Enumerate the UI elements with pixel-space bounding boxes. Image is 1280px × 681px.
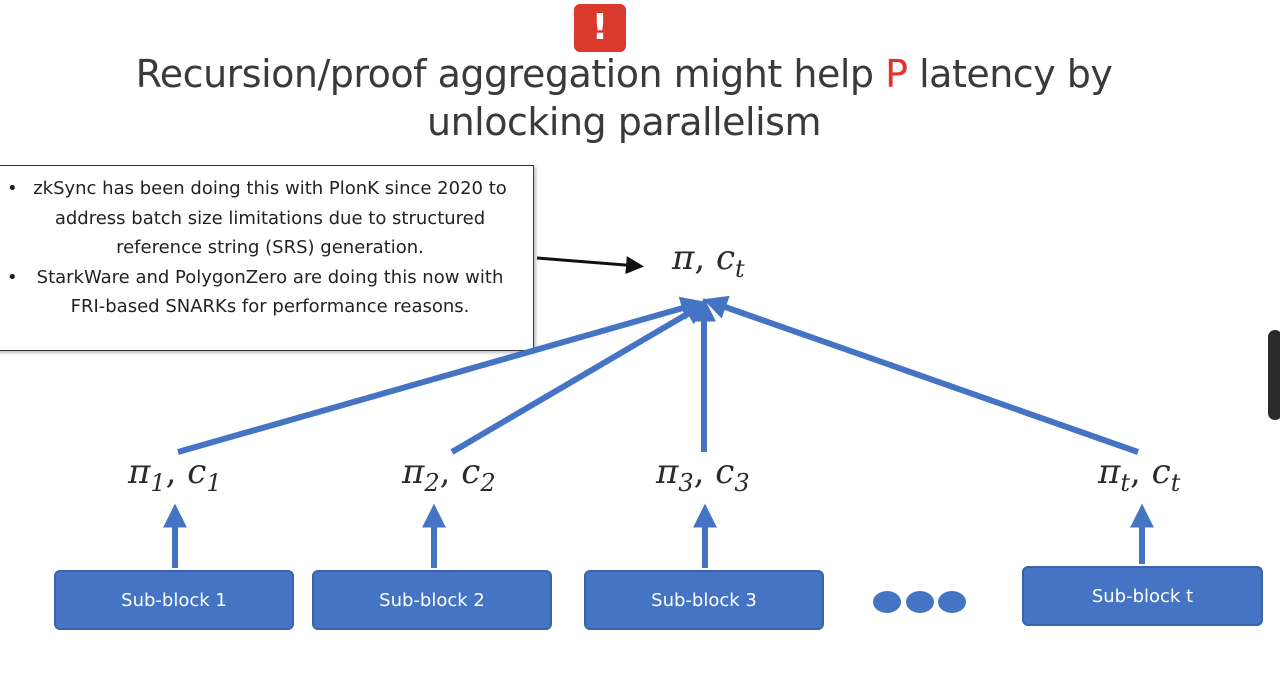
callout-item-zksync: zkSync has been doing this with PlonK si… — [3, 174, 523, 263]
ellipsis-dot-2 — [906, 591, 934, 613]
proof-label-t: πt, ct — [1098, 452, 1181, 497]
slide-title: Recursion/proof aggregation might help P… — [0, 50, 1248, 146]
title-line-2: unlocking parallelism — [427, 100, 821, 144]
callout-list: zkSync has been doing this with PlonK si… — [3, 174, 523, 322]
edge-proof2-to-aggregate — [450, 301, 709, 455]
edge-proof1-to-aggregate — [177, 296, 706, 455]
sub-block-label: Sub-block 1 — [121, 589, 227, 611]
callout-pointer-arrow — [536, 256, 644, 275]
title-text-after: latency by — [907, 52, 1113, 96]
sub-block-label: Sub-block 2 — [379, 589, 485, 611]
callout-box: zkSync has been doing this with PlonK si… — [0, 165, 534, 351]
title-accent-p: P — [885, 52, 908, 96]
sub-block-label: Sub-block 3 — [651, 589, 757, 611]
proof-label-2: π2, c2 — [402, 452, 496, 497]
sub-block-1: Sub-block 1 — [54, 570, 294, 630]
callout-item-starkware: StarkWare and PolygonZero are doing this… — [3, 263, 523, 322]
proof-label-1: π1, c1 — [128, 452, 222, 497]
sub-block-2: Sub-block 2 — [312, 570, 552, 630]
alert-icon: ! — [574, 4, 626, 52]
sub-block-t: Sub-block t — [1022, 566, 1263, 626]
proof-label-3: π3, c3 — [656, 452, 750, 497]
edge-prooft-to-aggregate — [703, 295, 1139, 455]
sub-block-label: Sub-block t — [1091, 585, 1194, 607]
aggregate-proof-label: π, ct — [672, 238, 745, 283]
scroll-handle[interactable] — [1268, 330, 1280, 420]
ellipsis-dot-3 — [938, 591, 966, 613]
ellipsis-dot-1 — [873, 591, 901, 613]
title-text-before: Recursion/proof aggregation might help — [135, 52, 886, 96]
title-line-1: Recursion/proof aggregation might help P… — [0, 50, 1248, 98]
sub-block-3: Sub-block 3 — [584, 570, 824, 630]
